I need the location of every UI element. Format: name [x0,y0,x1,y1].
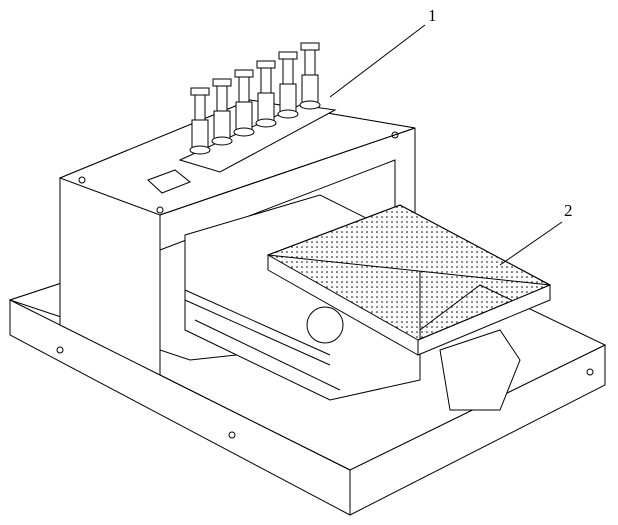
nozzle [255,60,277,128]
nozzle [189,87,211,155]
nozzle-assembly [178,42,337,173]
nozzle [233,69,255,137]
reference-label-1: 1 [428,6,437,25]
nozzle [299,42,321,110]
nozzle [277,51,299,119]
tray-platform [266,204,552,356]
leader-line-2 [499,221,563,266]
nozzle [211,78,233,146]
leader-line-1 [329,24,426,98]
reference-label-2: 2 [564,201,573,220]
